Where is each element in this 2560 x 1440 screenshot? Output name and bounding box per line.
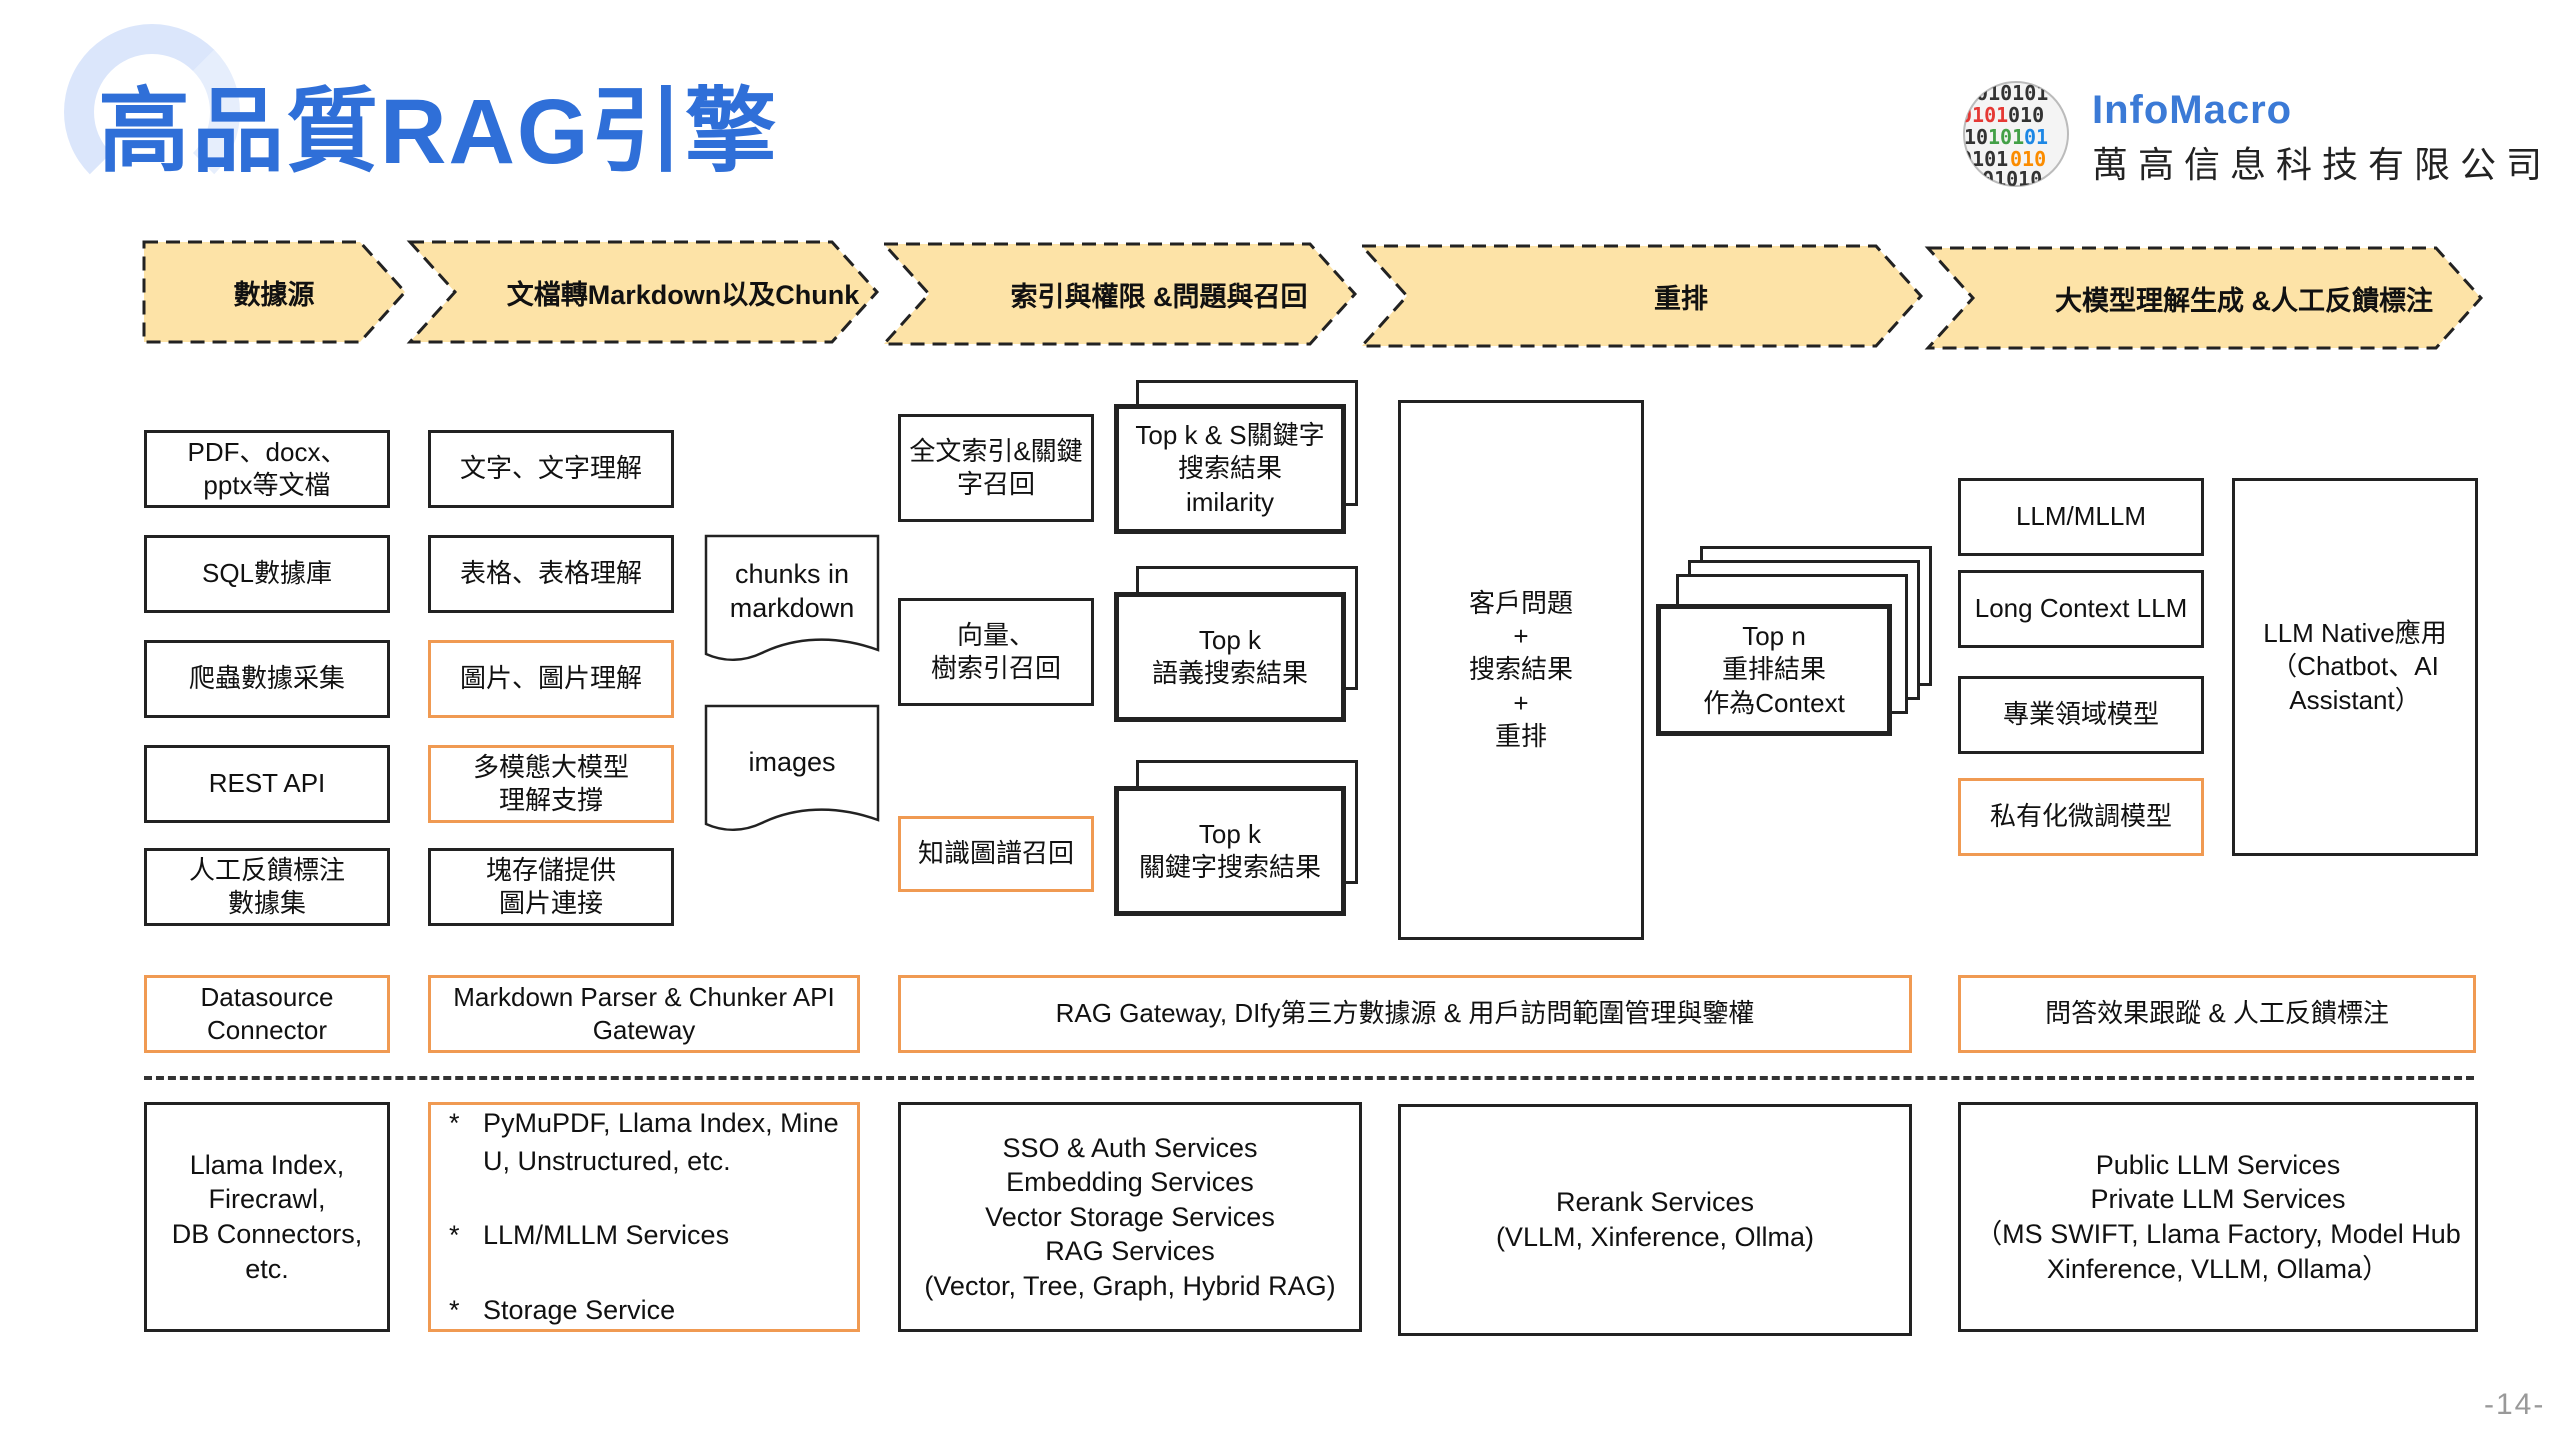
- datasource-feedback-dataset: 人工反饋標注 數據集: [144, 848, 390, 926]
- service-datasource: Llama Index, Firecrawl, DB Connectors, e…: [144, 1102, 390, 1332]
- gateway-feedback-tracking: 問答效果跟蹤 & 人工反饋標注: [1958, 975, 2476, 1053]
- service-parser-item: Storage Service: [441, 1292, 839, 1330]
- chunks-document-shape: [704, 534, 880, 661]
- page-title: 高品質RAG引擎: [98, 81, 779, 183]
- logo-name-en: InfoMacro: [2092, 88, 2293, 132]
- llm-native-app: LLM Native應用 （Chatbot、AI Assistant）: [2232, 478, 2478, 856]
- conversion-multimodal: 多模態大模型 理解支撐: [428, 745, 674, 823]
- rerank-input: 客戶問題 + 搜索結果 + 重排: [1398, 400, 1644, 940]
- stage-2-chevron: [406, 240, 880, 344]
- stage-index-recall: 索引與權限 &問題與召回: [1010, 281, 1308, 312]
- svg-text:010: 010: [2010, 147, 2046, 171]
- svg-text:010: 010: [2008, 103, 2044, 127]
- llm-private-finetune: 私有化微調模型: [1958, 778, 2204, 856]
- chunks-in-markdown-label: chunks in markdown: [729, 559, 855, 623]
- rerank-result: Top n 重排結果 作為Context: [1656, 604, 1892, 736]
- llm-long-context: Long Context LLM: [1958, 570, 2204, 648]
- stage-1-chevron: [142, 240, 408, 344]
- images-label: images: [748, 747, 836, 777]
- service-llm: Public LLM Services Private LLM Services…: [1958, 1102, 2478, 1332]
- result-topk-keyword: Top k 關鍵字搜索結果: [1114, 786, 1346, 916]
- conversion-table: 表格、表格理解: [428, 535, 674, 613]
- stage-llm-generation: 大模型理解生成 &人工反饋標注: [2055, 285, 2433, 316]
- conversion-text: 文字、文字理解: [428, 430, 674, 508]
- datasource-rest-api: REST API: [144, 745, 390, 823]
- result-topk-semantic: Top k 語義搜索結果: [1114, 592, 1346, 722]
- llm-domain-model: 專業領域模型: [1958, 676, 2204, 754]
- svg-text:101: 101: [1988, 125, 2024, 149]
- stage-chevrons: [142, 240, 2484, 350]
- svg-text:01: 01: [2024, 125, 2048, 149]
- page-number: -14-: [2484, 1388, 2546, 1421]
- svg-text:10: 10: [1964, 125, 1988, 149]
- recall-knowledge-graph: 知識圖譜召回: [898, 816, 1094, 892]
- datasource-sql: SQL數據庫: [144, 535, 390, 613]
- llm-mllm: LLM/MLLM: [1958, 478, 2204, 556]
- logo-name-cn: 萬高信息科技有限公司: [2092, 145, 2553, 186]
- service-parser: PyMuPDF, Llama Index, Mine U, Unstructur…: [428, 1102, 860, 1332]
- gateway-rag: RAG Gateway, DIfy第三方數據源 & 用戶訪問範圍管理與鑒權: [898, 975, 1912, 1053]
- stage-5-chevron: [1924, 246, 2484, 350]
- result-topk-keyword-similarity: Top k & S關鍵字 搜索結果 imilarity: [1114, 404, 1346, 534]
- datasource-crawler: 爬蟲數據采集: [144, 640, 390, 718]
- stage-datasource: 數據源: [233, 279, 315, 310]
- images-document-shape: [704, 704, 880, 831]
- datasource-documents: PDF、docx、 pptx等文檔: [144, 430, 390, 508]
- stage-3-chevron: [880, 242, 1358, 346]
- service-rerank: Rerank Services (VLLM, Xinference, Ollma…: [1398, 1104, 1912, 1336]
- service-parser-item: LLM/MLLM Services: [441, 1217, 839, 1255]
- layer-divider: [144, 1076, 2474, 1080]
- gateway-markdown-parser: Markdown Parser & Chunker API Gateway: [428, 975, 860, 1053]
- recall-fulltext: 全文索引&關鍵 字召回: [898, 414, 1094, 522]
- conversion-block-storage: 塊存儲提供 圖片連接: [428, 848, 674, 926]
- stage-markdown-chunk: 文檔轉Markdown以及Chunk: [506, 279, 860, 310]
- service-rag: SSO & Auth Services Embedding Services V…: [898, 1102, 1362, 1332]
- gateway-datasource-connector: Datasource Connector: [144, 975, 390, 1053]
- service-parser-list: PyMuPDF, Llama Index, Mine U, Unstructur…: [441, 1068, 839, 1366]
- recall-vector-tree: 向量、 樹索引召回: [898, 598, 1094, 706]
- stage-4-chevron: [1358, 244, 1924, 348]
- service-parser-item: PyMuPDF, Llama Index, Mine U, Unstructur…: [441, 1105, 839, 1180]
- stage-rerank: 重排: [1654, 283, 1708, 314]
- conversion-image: 圖片、圖片理解: [428, 640, 674, 718]
